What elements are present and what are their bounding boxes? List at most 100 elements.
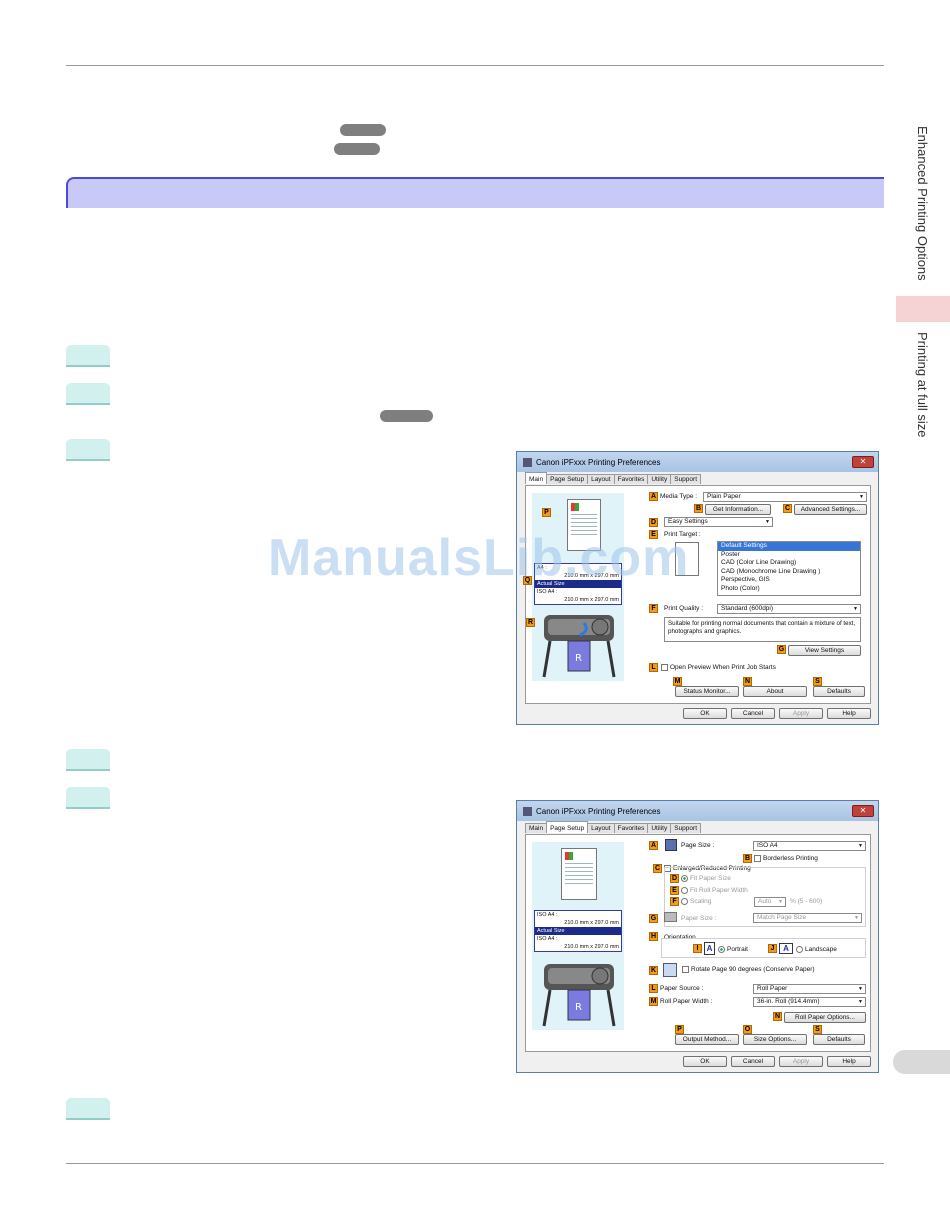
cancel-button[interactable]: Cancel [731, 708, 775, 719]
callout-badge-e: E [670, 886, 679, 895]
about-button[interactable]: About [743, 686, 807, 697]
print-target-item[interactable]: Perspective, GIS [721, 576, 770, 583]
paper-size-label: Paper Size : [681, 915, 717, 922]
cancel-button[interactable]: Cancel [731, 1056, 775, 1067]
callout-badge-o: O [743, 1025, 752, 1034]
rotate-option[interactable]: Rotate Page 90 degrees (Conserve Paper) [682, 966, 815, 973]
tab-utility[interactable]: Utility [647, 823, 672, 833]
side-tab-enhanced-printing[interactable]: Enhanced Printing Options [915, 126, 930, 281]
open-preview-checkbox[interactable] [661, 664, 668, 671]
fit-roll-label: Fit Roll Paper Width [690, 887, 748, 895]
scaling-label: Scaling [690, 898, 712, 906]
landscape-radio[interactable] [796, 946, 803, 953]
output-method-button[interactable]: Output Method... [675, 1034, 739, 1045]
preview-area: A4 : 210.0 mm x 297.0 mm Actual Size ISO… [532, 493, 624, 681]
callout-badge-n: N [743, 677, 752, 686]
rotate-checkbox[interactable] [682, 966, 689, 973]
rotate-label: Rotate Page 90 degrees (Conserve Paper) [691, 966, 815, 974]
callout-badge-p: P [675, 1025, 684, 1034]
fit-paper-option[interactable]: Fit Paper Size [681, 875, 731, 882]
fit-roll-radio[interactable] [681, 887, 688, 894]
fit-roll-option[interactable]: Fit Roll Paper Width [681, 887, 748, 894]
borderless-label: Borderless Printing [763, 855, 818, 863]
ok-button[interactable]: OK [683, 708, 727, 719]
roll-width-select[interactable]: 36-in. Roll (914.4mm) [753, 997, 866, 1007]
defaults-button[interactable]: Defaults [813, 686, 865, 697]
tab-favorites[interactable]: Favorites [613, 474, 649, 484]
side-tab-printing-full-size[interactable]: Printing at full size [915, 332, 930, 438]
scaling-range: % (5 - 600) [790, 898, 823, 905]
defaults-button[interactable]: Defaults [813, 1034, 865, 1045]
tab-layout[interactable]: Layout [587, 474, 615, 484]
page-thumbnail-icon [571, 503, 579, 511]
get-information-button[interactable]: Get Information... [705, 504, 771, 515]
borderless-option[interactable]: Borderless Printing [754, 855, 818, 862]
callout-badge-a: A [649, 492, 658, 501]
tab-favorites[interactable]: Favorites [613, 823, 649, 833]
callout-badge-f: F [670, 897, 679, 906]
print-target-item[interactable]: Default Settings [718, 542, 860, 551]
apply-button[interactable]: Apply [779, 1056, 823, 1067]
tab-main[interactable]: Main [525, 472, 548, 484]
page-size-icon [665, 839, 677, 851]
print-target-list[interactable]: Default Settings Poster CAD (Color Line … [717, 541, 861, 596]
printer-app-icon [523, 457, 532, 467]
print-quality-select[interactable]: Standard (600dpi) [717, 604, 861, 614]
callout-badge-q: Q [523, 576, 532, 585]
paper-source-select[interactable]: Roll Paper [753, 984, 866, 994]
help-button[interactable]: Help [827, 708, 871, 719]
open-preview-option[interactable]: Open Preview When Print Job Starts [661, 664, 776, 671]
callout-badge-j: J [768, 944, 777, 953]
ok-button[interactable]: OK [683, 1056, 727, 1067]
callout-badge-c: C [783, 504, 792, 513]
close-button[interactable]: ✕ [852, 456, 874, 468]
callout-badge-i: I [693, 944, 702, 953]
side-tab-highlight [896, 296, 950, 322]
print-target-item[interactable]: Photo (Color) [721, 584, 760, 592]
tab-layout[interactable]: Layout [587, 823, 615, 833]
portrait-option[interactable]: Portrait [718, 946, 748, 953]
size-value: 210.0 mm x 297.0 mm [564, 597, 619, 603]
landscape-option[interactable]: Landscape [796, 946, 837, 953]
printer-illustration: R [542, 615, 616, 678]
scaling-input[interactable]: Auto [754, 897, 786, 907]
tab-support[interactable]: Support [670, 823, 702, 833]
portrait-icon: A [704, 942, 715, 955]
orientation-group [661, 938, 866, 958]
close-button[interactable]: ✕ [852, 805, 874, 817]
advanced-settings-button[interactable]: Advanced Settings... [794, 504, 867, 515]
scaling-radio[interactable] [681, 898, 688, 905]
size-options-button[interactable]: Size Options... [743, 1034, 807, 1045]
page-thumbnail-icon [565, 852, 573, 860]
fit-paper-radio[interactable] [681, 875, 688, 882]
tab-page-setup[interactable]: Page Setup [546, 821, 589, 833]
enlarged-group [664, 867, 866, 927]
size-value: 210.0 mm x 297.0 mm [564, 944, 619, 950]
print-target-item[interactable]: CAD (Monochrome Line Drawing ) [721, 567, 821, 575]
tab-utility[interactable]: Utility [647, 474, 672, 484]
tab-support[interactable]: Support [670, 474, 702, 484]
tab-main[interactable]: Main [525, 823, 548, 833]
callout-badge-m: M [649, 997, 658, 1006]
roll-paper-options-button[interactable]: Roll Paper Options... [784, 1012, 866, 1023]
status-monitor-button[interactable]: Status Monitor... [675, 686, 739, 697]
print-target-item[interactable]: CAD (Color Line Drawing) [721, 559, 797, 566]
mode-select[interactable]: Easy Settings [664, 517, 773, 527]
watermark: ManualsLib.com [268, 529, 690, 587]
callout-badge-l: L [649, 663, 658, 672]
view-settings-button[interactable]: View Settings [788, 645, 861, 656]
page-index-tab [893, 1050, 950, 1074]
callout-badge-n: N [773, 1012, 782, 1021]
page-size-select[interactable]: ISO A4 [753, 841, 866, 851]
tab-page-setup[interactable]: Page Setup [546, 474, 589, 484]
portrait-radio[interactable] [718, 946, 725, 953]
help-button[interactable]: Help [827, 1056, 871, 1067]
paper-size-select[interactable]: Match Page Size [753, 913, 862, 923]
paper-size-icon [664, 912, 677, 922]
step-marker [66, 439, 110, 461]
media-type-select[interactable]: Plain Paper [703, 492, 867, 502]
borderless-checkbox[interactable] [754, 855, 761, 862]
apply-button[interactable]: Apply [779, 708, 823, 719]
print-target-item[interactable]: Poster [721, 550, 740, 558]
scaling-option[interactable]: Scaling [681, 898, 711, 905]
